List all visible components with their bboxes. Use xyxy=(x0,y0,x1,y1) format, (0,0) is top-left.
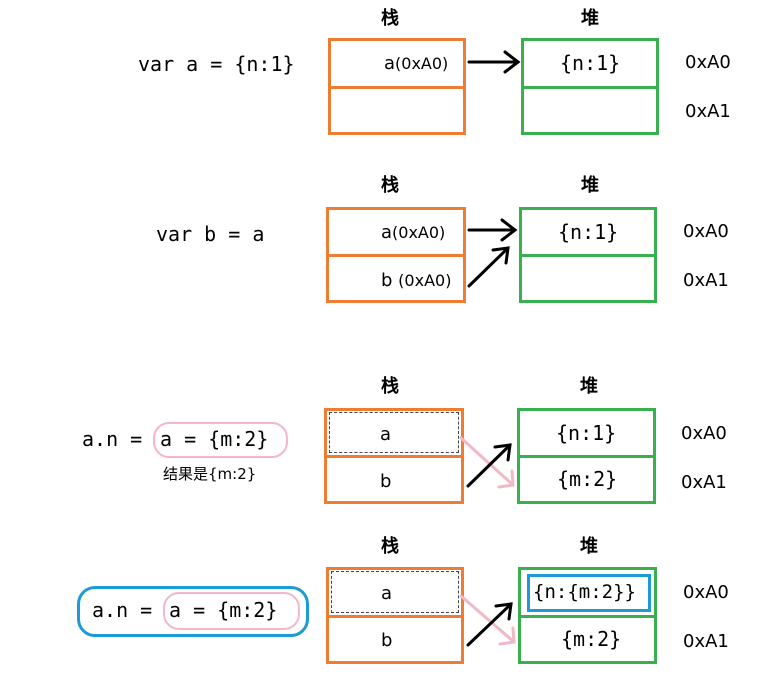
code-assign-4: a = {m:2} xyxy=(169,598,278,622)
code-line-2: var b = a xyxy=(156,222,265,246)
arrow-b-to-heap-3 xyxy=(466,443,512,488)
stack-var-b-3: b xyxy=(380,471,392,492)
arrow-a-to-new-object-3 xyxy=(459,436,515,489)
heap-value-bottom-4: {m:2} xyxy=(561,627,622,651)
stack-var-a-4: a xyxy=(381,583,393,604)
heap-header-3: 堆 xyxy=(580,376,598,397)
expression-highlight-4 xyxy=(77,586,309,637)
assign-highlight-3 xyxy=(153,422,288,458)
stack-var-address: (0xA0) xyxy=(398,271,452,290)
assign-highlight-4 xyxy=(163,592,300,630)
stack-divider-2 xyxy=(326,254,466,257)
address-a0-3: 0xA0 xyxy=(681,423,727,444)
heap-divider-2 xyxy=(519,254,657,257)
stack-divider-4 xyxy=(326,615,464,618)
stack-var-name: a xyxy=(381,222,393,243)
address-a1-2: 0xA1 xyxy=(683,270,729,291)
address-a0-1: 0xA0 xyxy=(685,52,731,73)
heap-divider-4 xyxy=(518,615,657,618)
heap-value-2: {n:1} xyxy=(558,220,619,244)
address-a0-2: 0xA0 xyxy=(683,221,729,242)
address-a1-3: 0xA1 xyxy=(681,472,727,493)
code-line-1: var a = {n:1} xyxy=(138,52,295,76)
arrow-a-to-new-object-4 xyxy=(459,594,516,646)
heap-divider-1 xyxy=(521,86,659,89)
stack-var-a-2: a(0xA0) xyxy=(381,222,445,244)
address-a1-4: 0xA1 xyxy=(683,631,729,652)
arrow-a-to-heap-1 xyxy=(467,50,521,74)
arrow-a-to-heap-2 xyxy=(467,218,518,242)
heap-header-2: 堆 xyxy=(581,175,599,196)
stack-header-4: 栈 xyxy=(381,536,399,557)
stack-var-b-2: b (0xA0) xyxy=(381,270,451,292)
code-assign-3: a = {m:2} xyxy=(160,427,269,451)
stack-var-address: (0xA0) xyxy=(395,54,449,73)
code-prefix-3: a.n = xyxy=(82,427,143,451)
stack-header-1: 栈 xyxy=(381,8,399,29)
stack-var-address: (0xA0) xyxy=(392,223,446,242)
heap-header-1: 堆 xyxy=(581,8,599,29)
stack-var-name: a xyxy=(384,53,396,74)
stack-var-b-4: b xyxy=(381,630,393,651)
stack-header-3: 栈 xyxy=(381,376,399,397)
heap-header-4: 堆 xyxy=(580,536,598,557)
address-a0-4: 0xA0 xyxy=(683,582,729,603)
heap-value-top-4: {n:{m:2}} xyxy=(533,581,636,603)
code-prefix-4: a.n = xyxy=(92,598,153,622)
result-note-3: 结果是{m:2} xyxy=(163,465,257,483)
stack-var-a-3: a xyxy=(380,424,392,445)
heap-value-bottom-3: {m:2} xyxy=(557,467,618,491)
heap-value-top-3: {n:1} xyxy=(556,421,617,445)
address-a1-1: 0xA1 xyxy=(685,101,731,122)
heap-value-1: {n:1} xyxy=(560,51,621,75)
heap-highlight-4 xyxy=(527,574,651,612)
arrow-b-to-heap-4 xyxy=(466,602,513,647)
arrow-b-to-heap-2 xyxy=(467,246,510,288)
stack-divider-1 xyxy=(328,86,466,89)
stack-divider-3 xyxy=(324,455,464,458)
stack-var-name: b xyxy=(381,270,393,291)
heap-divider-3 xyxy=(517,455,656,458)
stack-header-2: 栈 xyxy=(381,175,399,196)
stack-var-a-1: a(0xA0) xyxy=(384,53,448,75)
stack-cell-a-dashed-4 xyxy=(331,571,459,613)
stack-cell-a-dashed-3 xyxy=(329,412,459,453)
